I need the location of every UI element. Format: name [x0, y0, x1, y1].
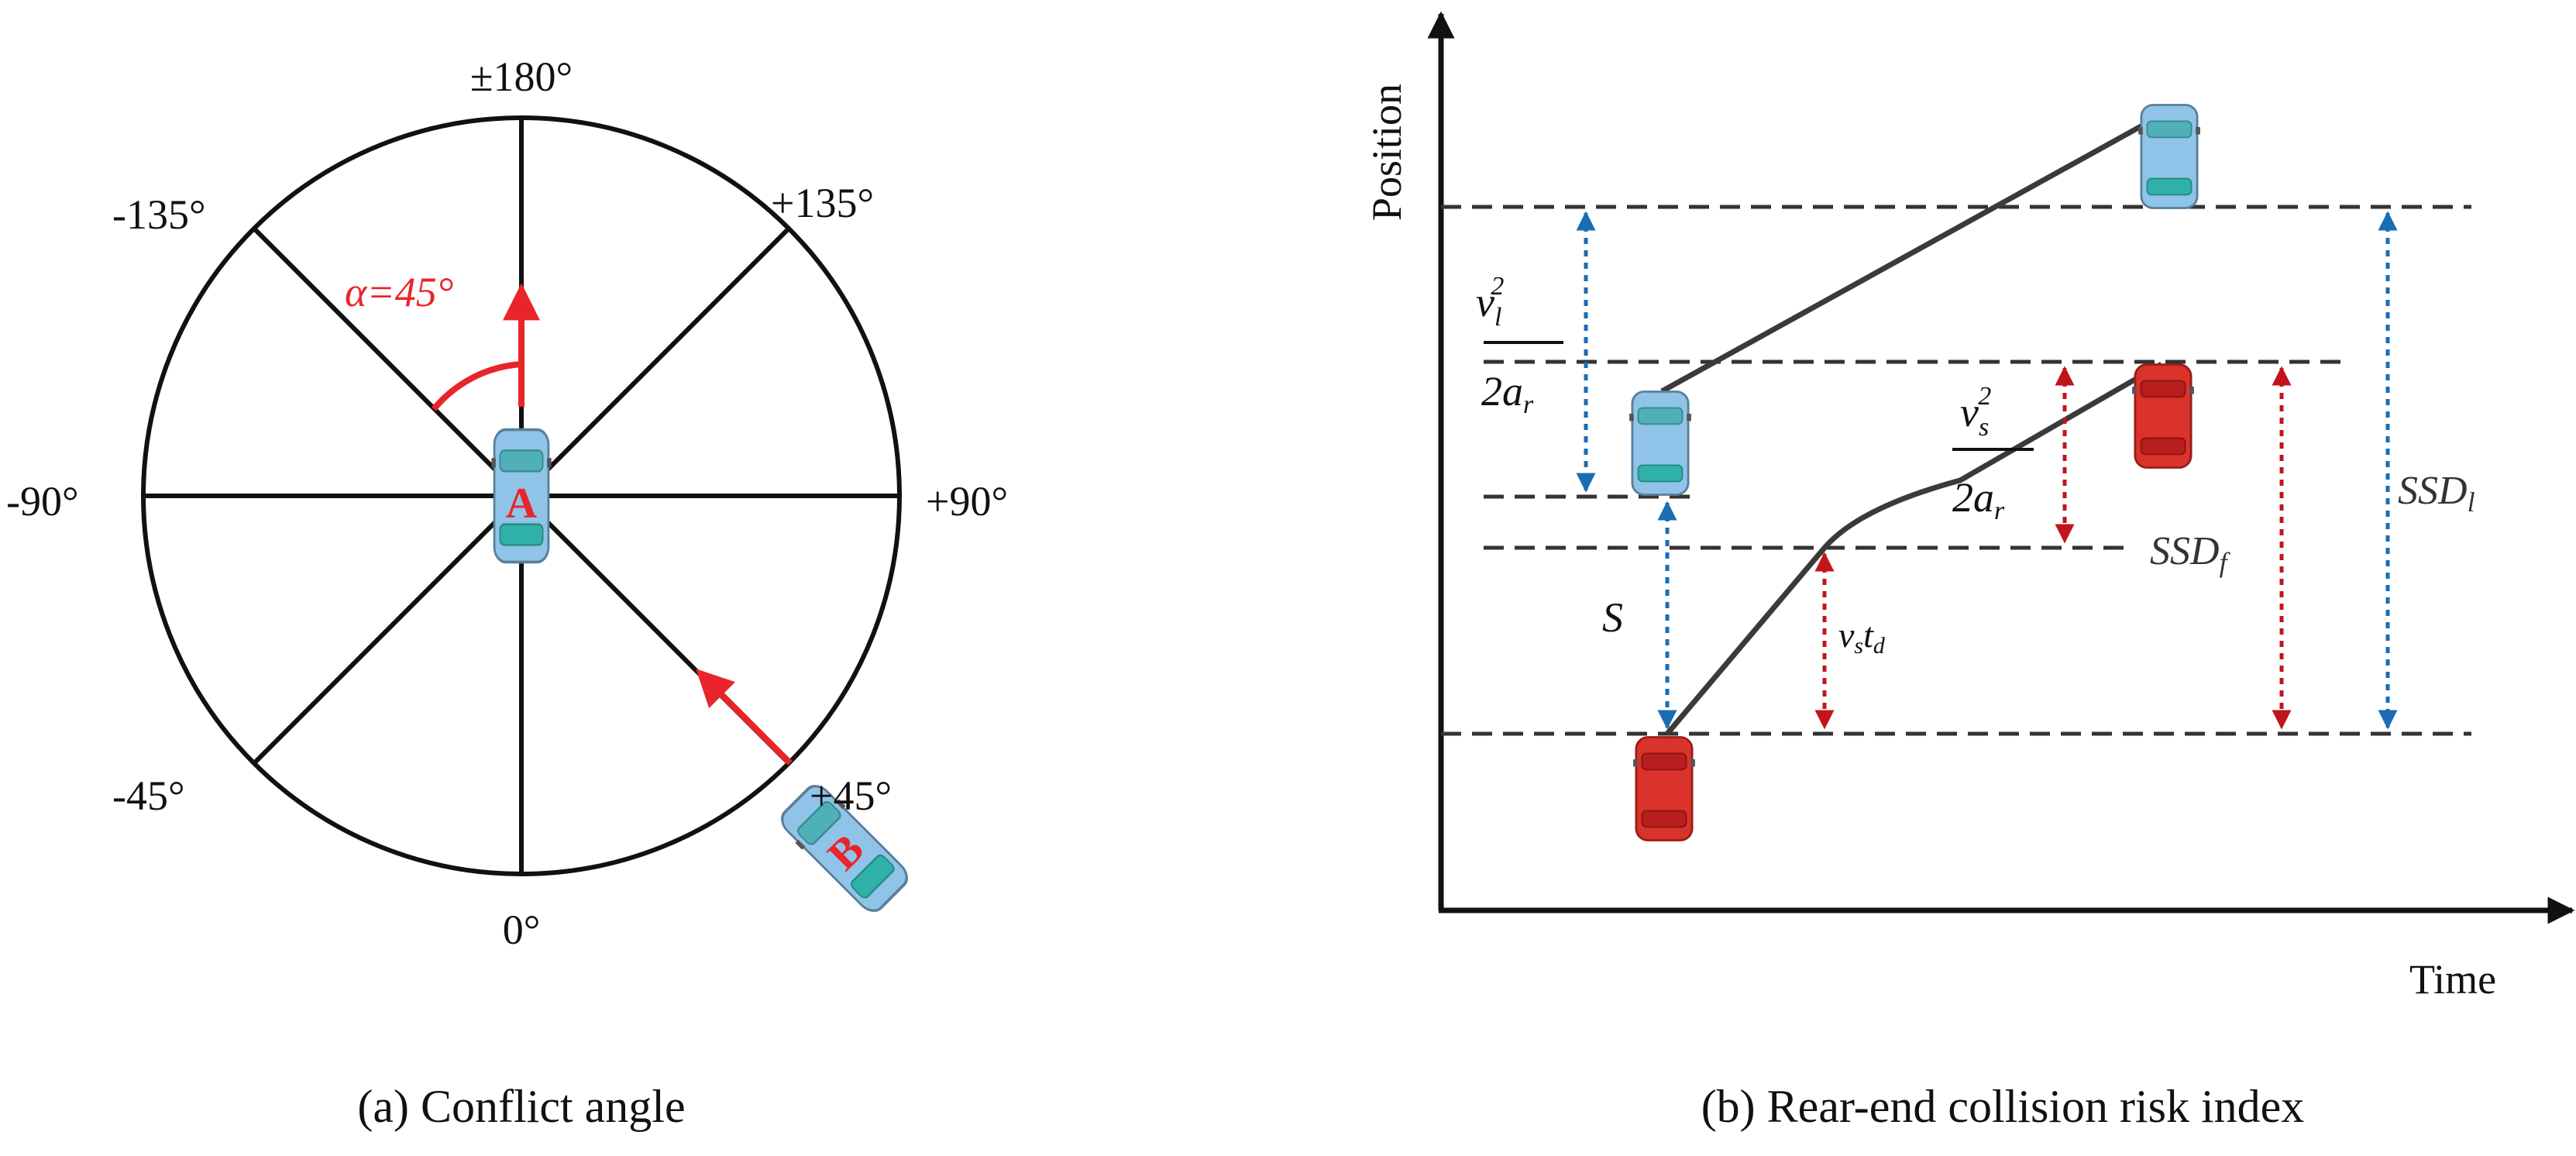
caption-b: (b) Rear-end collision risk index	[1701, 1081, 2305, 1132]
vehicle-a-label: A	[506, 480, 538, 528]
reference-lines	[1441, 205, 2471, 736]
vl-denominator: 2ar	[1481, 368, 1534, 419]
leader-car-start-icon	[1628, 390, 1693, 496]
ssdl-label: SSDl	[2398, 469, 2475, 518]
gap-s-label: S	[1602, 594, 1623, 641]
angle-label-right: +90°	[926, 478, 1008, 525]
x-axis-label: Time	[2409, 956, 2496, 1003]
angle-label-bottom-right: +45°	[810, 772, 892, 819]
angle-label-left: -90°	[6, 478, 79, 525]
angle-label-top-left: -135°	[112, 191, 206, 238]
angle-label-bottom-left: -45°	[112, 772, 185, 819]
follower-trajectory	[1665, 361, 2163, 736]
y-axis-label: Position	[1364, 84, 1410, 221]
alpha-label: α=45°	[345, 269, 453, 315]
vs-numerator: vs2	[1960, 382, 1991, 442]
angle-label-top: ±180°	[470, 53, 573, 100]
angle-label-top-right: +135°	[771, 180, 874, 226]
follower-car-end-icon	[2131, 363, 2196, 469]
leader-braking-formula: vl2 2ar	[1476, 272, 1563, 419]
vehicle-b-heading-arrow	[696, 669, 793, 766]
ssdf-label: SSDf	[2150, 529, 2231, 578]
follower-car-start-icon	[1632, 736, 1697, 841]
vs-denominator: 2ar	[1952, 474, 2005, 525]
panel-b: Position Time vl2	[1364, 11, 2575, 1132]
angle-label-bottom: 0°	[503, 907, 541, 953]
reaction-distance-label: vstd	[1838, 615, 1886, 659]
caption-a: (a) Conflict angle	[357, 1081, 685, 1132]
panel-a: A B α=45° ±180° -135° +135° -90° +90° -4…	[6, 53, 1008, 1132]
vl-numerator: vl2	[1476, 272, 1504, 332]
follower-braking-formula: vs2 2ar	[1952, 382, 2034, 525]
leader-trajectory	[1660, 105, 2175, 394]
leader-car-end-icon	[2137, 104, 2202, 209]
alpha-arc	[431, 361, 522, 411]
